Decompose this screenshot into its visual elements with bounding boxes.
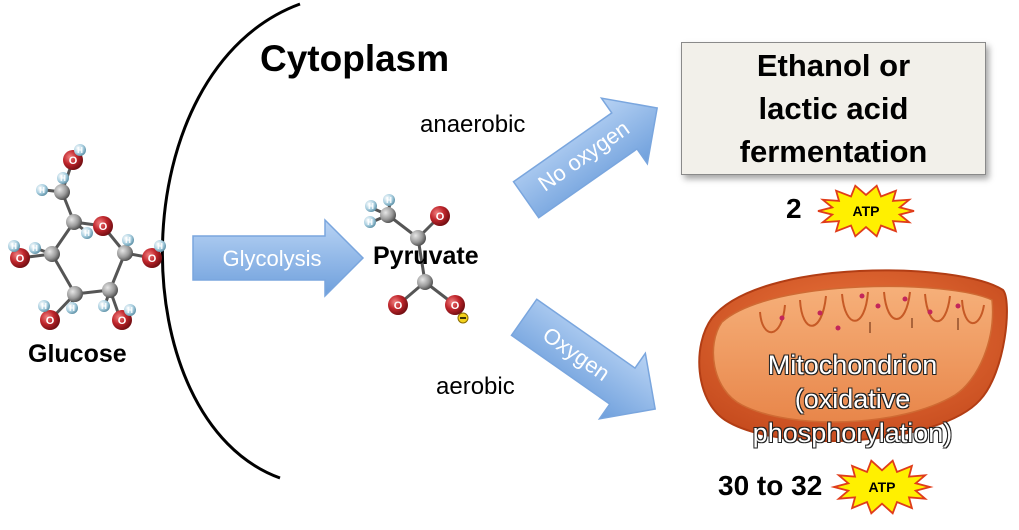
aerobic-label: aerobic [436,373,515,400]
atom-symbol: H [41,302,47,311]
oxygen-atom: O [142,248,162,268]
fermentation-box: Ethanol or lactic acid fermentation [681,42,986,175]
mito-atp-star: ATP [830,459,934,515]
atp-starburst-icon [830,459,934,515]
hydrogen-atom: H [29,242,41,254]
hydrogen-atom: H [66,302,78,314]
atom-symbol: H [32,244,38,253]
hydrogen-atom: H [8,240,20,252]
atom-symbol: O [99,221,108,233]
mito-atp-count: 30 to 32 [718,470,823,501]
atp-starburst-icon [817,184,915,238]
negative-charge-icon [457,312,469,324]
oxygen-arrow [510,298,657,420]
oxygen-atom: O [40,310,60,330]
atom-symbol: H [101,302,107,311]
pyruvate-label: Pyruvate [373,242,479,270]
mitochondrion-line-3: phosphorylation) [752,418,953,448]
carbon-atom [67,286,83,302]
atom-symbol: O [436,211,445,223]
hydrogen-atom: H [383,194,395,206]
fermentation-atp-star: ATP [817,184,915,238]
atom-symbol: O [46,315,55,327]
atp-badge-label: ATP [869,479,896,495]
hydrogen-atom: H [36,184,48,196]
oxygen-atom: O [10,248,30,268]
atom-symbol: H [368,202,374,211]
atom-symbol: O [16,253,25,265]
no-oxygen-arrow [512,97,659,219]
oxygen-atom: O [388,295,408,315]
carbon-atom [417,274,433,290]
hydrogen-atom: H [364,216,376,228]
atom-symbol: O [118,315,127,327]
atom-symbol: H [39,186,45,195]
atom-symbol: O [451,300,460,312]
atom-symbol: O [394,300,403,312]
atom-symbol: H [157,242,163,251]
mitochondrion-line-1: Mitochondrion [767,350,938,380]
hydrogen-atom: H [57,172,69,184]
hydrogen-atom: H [38,300,50,312]
atom-symbol: O [69,155,78,167]
carbon-atom [117,245,133,261]
atom-symbol: H [367,218,373,227]
glycolysis-arrow [192,218,365,298]
carbon-atom [44,246,60,262]
glycolysis-arrow-label: Glycolysis [222,246,321,271]
atom-symbol: H [127,306,133,315]
hydrogen-atom: H [74,144,86,156]
carbon-atom [380,207,396,223]
oxygen-atom: O [93,216,113,236]
mitochondrion-label: Mitochondrion (oxidative phosphorylation… [700,348,1005,450]
carbon-atom [54,184,70,200]
atom-symbol: H [60,174,66,183]
hydrogen-atom: H [124,304,136,316]
atom-symbol: H [125,236,131,245]
glucose-label: Glucose [28,340,127,368]
fermentation-line-1: Ethanol or [756,48,911,83]
cytoplasm-title: Cytoplasm [260,38,450,79]
atom-symbol: H [11,242,17,251]
oxygen-atom: O [445,295,465,315]
atom-symbol: H [77,146,83,155]
hydrogen-atom: H [98,300,110,312]
atom-symbol: O [148,253,157,265]
hydrogen-atom: H [122,234,134,246]
carbon-atom [102,282,118,298]
anaerobic-label: anaerobic [420,111,526,138]
hydrogen-atom: H [365,200,377,212]
mitochondrion-illustration [698,269,1008,443]
fermentation-line-2: lactic acid [758,91,909,126]
fermentation-atp-count: 2 [786,193,802,224]
hydrogen-atom: H [154,240,166,252]
atom-symbol: H [386,196,392,205]
atp-badge-label: ATP [853,203,880,219]
oxygen-atom: O [430,206,450,226]
atom-symbol: H [69,304,75,313]
atom-symbol: H [84,229,90,238]
fermentation-line-3: fermentation [739,134,928,169]
carbon-atom [66,214,82,230]
mitochondrion-line-2: (oxidative [794,384,911,414]
hydrogen-atom: H [81,227,93,239]
carbon-atom [410,230,426,246]
